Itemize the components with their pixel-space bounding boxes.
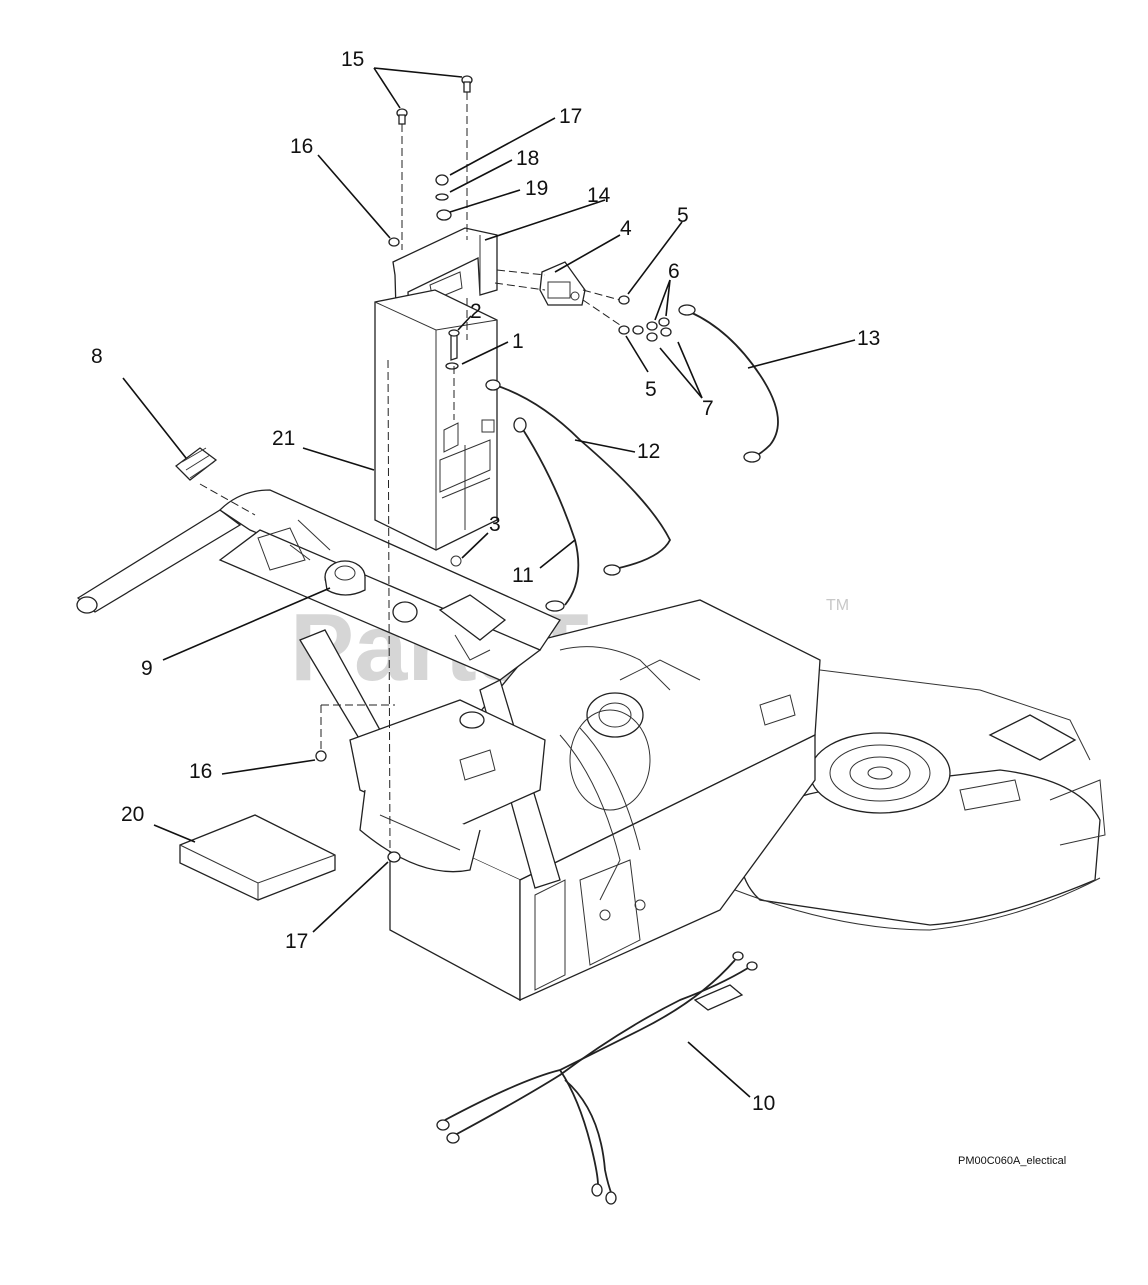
foam-pad xyxy=(179,814,336,901)
callout-1: 1 xyxy=(512,330,524,353)
callout-8: 8 xyxy=(91,345,103,368)
handlebar-assembly xyxy=(76,489,561,889)
ignition-switch xyxy=(175,447,218,481)
callout-21: 21 xyxy=(272,427,295,450)
callout-5: 5 xyxy=(677,204,689,227)
callout-2: 2 xyxy=(470,300,482,323)
callout-4: 4 xyxy=(620,217,632,240)
battery-bolt xyxy=(445,329,460,370)
callout-19: 19 xyxy=(525,177,548,200)
mower-deck xyxy=(699,654,1106,931)
leader-lines xyxy=(122,67,856,1098)
drawing-id: PM00C060A_electical xyxy=(958,1155,1066,1167)
callout-17: 17 xyxy=(559,105,582,128)
callout-11: 11 xyxy=(512,564,534,587)
callout-16: 16 xyxy=(290,135,313,158)
terminal-hardware xyxy=(618,295,672,342)
battery-cables xyxy=(485,304,779,612)
wire-harness xyxy=(436,951,758,1205)
callout-16-lower: 16 xyxy=(189,760,212,783)
callout-7: 7 xyxy=(702,397,714,420)
callout-20: 20 xyxy=(121,803,144,826)
callout-9: 9 xyxy=(141,657,153,680)
callout-3: 3 xyxy=(489,513,501,536)
callout-13: 13 xyxy=(857,327,880,350)
callout-labels: 15 17 18 19 16 14 4 5 6 2 1 13 5 7 8 21 … xyxy=(91,48,880,1115)
solenoid xyxy=(494,261,621,326)
fastener-hardware xyxy=(315,75,473,863)
callout-10: 10 xyxy=(752,1092,775,1115)
trademark-mark: TM xyxy=(826,597,849,614)
callout-14: 14 xyxy=(587,184,611,207)
callout-18: 18 xyxy=(516,147,539,170)
battery xyxy=(374,289,498,567)
callout-5-lower: 5 xyxy=(645,378,657,401)
callout-12: 12 xyxy=(637,440,660,463)
key-switch-knob xyxy=(324,560,366,596)
callout-17-lower: 17 xyxy=(285,930,308,953)
callout-6: 6 xyxy=(668,260,680,283)
callout-15: 15 xyxy=(341,48,364,71)
